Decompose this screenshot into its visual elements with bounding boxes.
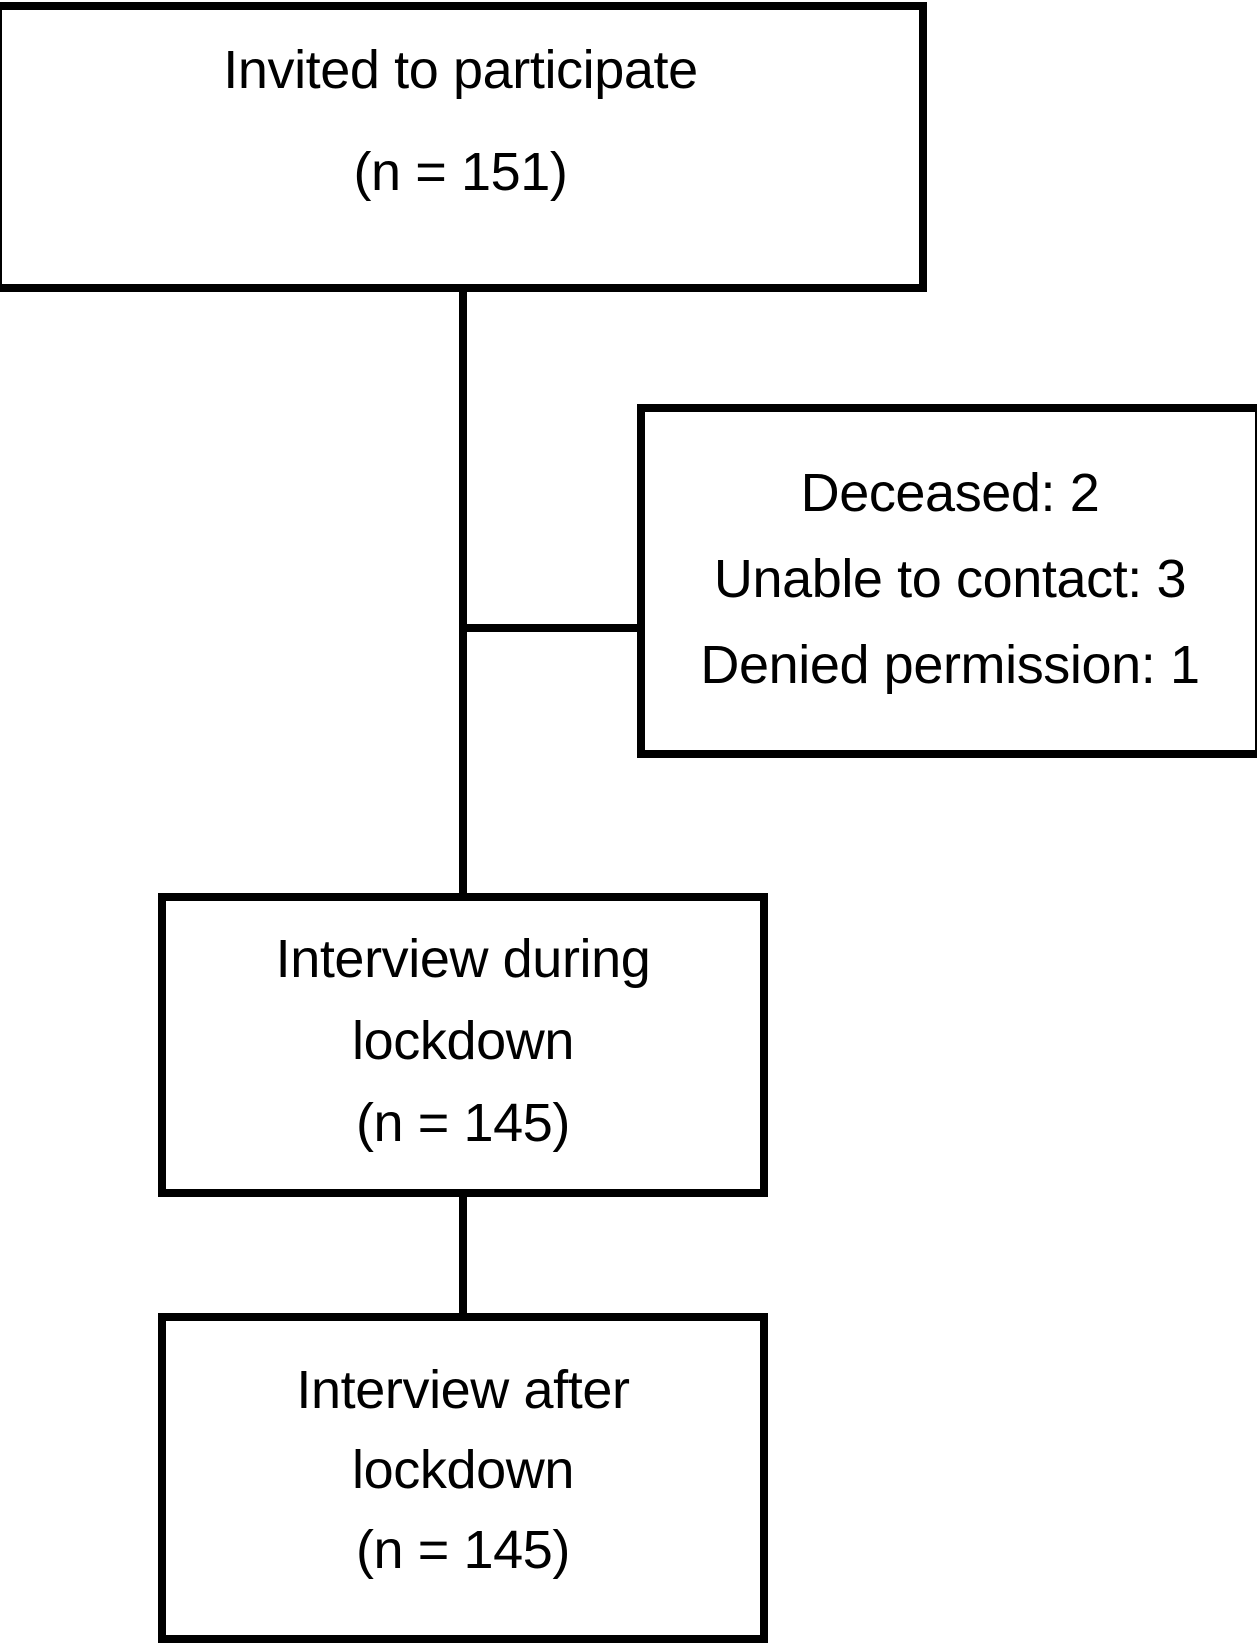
connector-to-exclusions xyxy=(459,624,643,632)
during-title-line-1: Interview during xyxy=(275,929,651,989)
invited-to-participate-box: Invited to participate (n = 151) xyxy=(0,2,927,292)
interview-during-lockdown-box: Interview during lockdown (n = 145) xyxy=(158,893,768,1197)
exclusion-denied-permission-line: Denied permission: 1 xyxy=(700,635,1200,695)
invited-count-line: (n = 151) xyxy=(353,142,568,202)
after-title-line-2: lockdown xyxy=(352,1440,574,1500)
connector-invited-to-during xyxy=(459,288,467,896)
exclusions-box: Deceased: 2 Unable to contact: 3 Denied … xyxy=(637,404,1257,758)
invited-title-line: Invited to participate xyxy=(223,40,698,100)
during-title-line-2: lockdown xyxy=(352,1011,574,1071)
after-count-line: (n = 145) xyxy=(355,1520,571,1580)
during-count-line: (n = 145) xyxy=(355,1093,571,1153)
exclusion-deceased-line: Deceased: 2 xyxy=(800,463,1100,523)
connector-during-to-after xyxy=(459,1192,467,1318)
interview-after-lockdown-box: Interview after lockdown (n = 145) xyxy=(158,1313,768,1643)
after-title-line-1: Interview after xyxy=(296,1360,630,1420)
exclusion-unable-to-contact-line: Unable to contact: 3 xyxy=(713,549,1187,609)
